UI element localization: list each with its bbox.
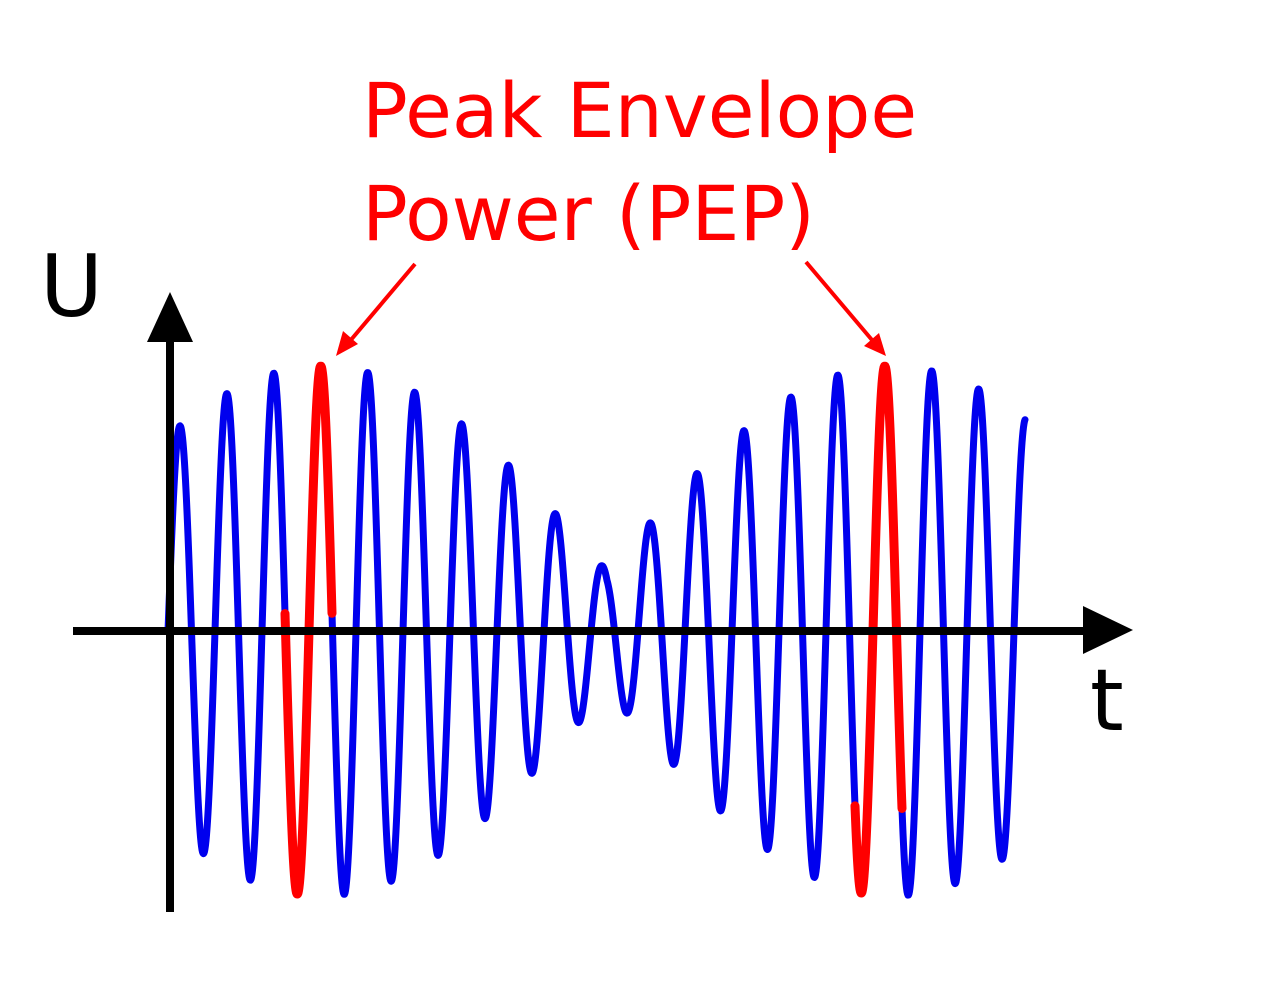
annotation-arrow-right	[804, 260, 886, 356]
x-axis-label: t	[1090, 651, 1124, 751]
annotation-title-line2: Power (PEP)	[362, 169, 815, 258]
annotation-title-line1: Peak Envelope	[362, 66, 917, 155]
y-axis-arrowhead	[147, 292, 193, 342]
y-axis	[147, 292, 193, 912]
pep-peak-cycle-right	[850, 361, 907, 898]
x-axis	[73, 606, 1133, 654]
pep-peak-cycle-left	[280, 361, 337, 899]
annotation-arrow-left	[336, 262, 417, 356]
y-axis-label: U	[40, 237, 103, 337]
x-axis-arrowhead	[1083, 606, 1133, 654]
